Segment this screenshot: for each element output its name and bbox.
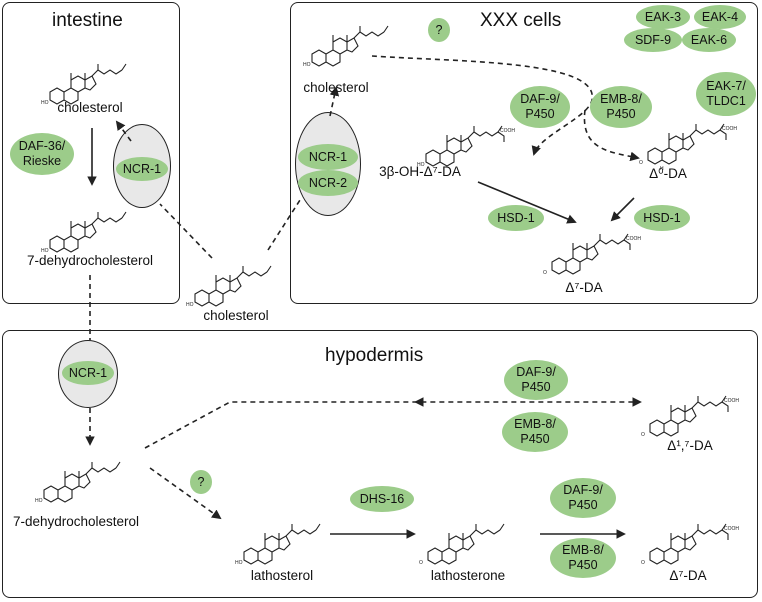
enzyme-daf9-xxx: DAF-9/ P450 (510, 86, 570, 128)
enzyme-ncr2-xxx: NCR-2 (298, 170, 358, 196)
enzyme-daf9-hyp-top: DAF-9/ P450 (504, 360, 568, 400)
label-hyp-lathosterol: lathosterol (250, 568, 314, 583)
enzyme-daf36-rieske: DAF-36/ Rieske (10, 133, 74, 175)
molecule-xxx-d0-da: COOH O H (639, 123, 737, 172)
label-center-cholesterol: cholesterol (203, 308, 269, 323)
keto-label: O (543, 270, 547, 276)
molecule-hyp-d7-da: COOH O (641, 523, 739, 566)
label-xxx-d7-da: Δ⁷-DA (565, 280, 603, 295)
label-xxx-cholesterol: cholesterol (303, 80, 369, 95)
molecule-int-cholesterol: HO (41, 63, 127, 106)
enzyme-emb8-hyp-top: EMB-8/ P450 (502, 412, 568, 452)
cooh-label: COOH (500, 128, 515, 134)
label-hyp-7dhc: 7-dehydrocholesterol (12, 514, 140, 529)
enzyme-ncr1-xxx: NCR-1 (298, 144, 358, 170)
intestine-title: intestine (52, 10, 123, 31)
label-xxx-3b-oh-d7-da: 3β-OH-Δ⁷-DA (379, 164, 461, 179)
molecule-hyp-lathosterone: O (419, 523, 505, 566)
hydroxyl-label: HO (41, 248, 49, 254)
label-hyp-d17-da: Δ¹,⁷-DA (667, 438, 713, 453)
molecule-hyp-d17-da: COOH O (641, 395, 739, 438)
label-hyp-lathosterone: lathosterone (430, 568, 506, 583)
enzyme-ncr1-hypodermis: NCR-1 (62, 361, 114, 385)
molecule-xxx-d7-da: COOH O (543, 233, 641, 276)
enzyme-dhs16: DHS-16 (350, 486, 414, 512)
label-hyp-d7-da: Δ⁷-DA (669, 568, 707, 583)
hydrogen-label: H (660, 166, 664, 172)
label-int-cholesterol: cholesterol (57, 100, 123, 115)
cooh-label: COOH (724, 526, 739, 532)
keto-label: O (641, 432, 645, 438)
enzyme-ncr1-intestine: NCR-1 (116, 157, 168, 181)
hydroxyl-label: HO (186, 302, 194, 308)
hypodermis-panel (2, 330, 758, 598)
enzyme-emb8-hyp-bottom: EMB-8/ P450 (550, 538, 616, 578)
enzyme-eak3: EAK-3 (636, 5, 690, 29)
enzyme-hsd1-right: HSD-1 (634, 205, 690, 231)
cooh-label: COOH (626, 236, 641, 242)
enzyme-eak7-tldc1: EAK-7/ TLDC1 (696, 72, 756, 116)
enzyme-unknown-hyp: ? (190, 470, 212, 494)
enzyme-eak4: EAK-4 (694, 5, 746, 29)
molecule-hyp-7dhc: HO (35, 461, 121, 504)
hypodermis-title: hypodermis (325, 345, 424, 366)
enzyme-unknown-xxx: ? (428, 18, 450, 42)
hydroxyl-label: HO (303, 62, 311, 68)
enzyme-eak6: EAK-6 (682, 28, 736, 52)
label-int-7dhc: 7-dehydrocholesterol (26, 253, 154, 268)
molecule-hyp-lathosterol: HO (235, 523, 321, 566)
hydroxyl-label: HO (417, 162, 425, 168)
label-xxx-d0-da: Δ⁰-DA (649, 166, 687, 181)
xxx-cells-title: XXX cells (480, 10, 562, 31)
cooh-label: COOH (722, 126, 737, 132)
hydroxyl-label: HO (235, 560, 243, 566)
molecule-xxx-3b-oh-d7-da: COOH HO (417, 125, 515, 168)
enzyme-hsd1-left: HSD-1 (488, 205, 544, 231)
enzyme-daf9-hyp-bottom: DAF-9/ P450 (550, 478, 616, 518)
molecule-center-cholesterol: HO (186, 265, 272, 308)
molecule-int-7dhc: HO (41, 211, 127, 254)
enzyme-emb8-xxx: EMB-8/ P450 (590, 86, 652, 128)
hydroxyl-label: HO (35, 498, 43, 504)
keto-label: O (419, 560, 423, 566)
enzyme-sdf9: SDF-9 (624, 28, 682, 52)
keto-label: O (641, 560, 645, 566)
keto-label: O (639, 160, 643, 166)
hydroxyl-label: HO (41, 100, 49, 106)
xxx-cells-panel (290, 2, 758, 304)
molecule-xxx-cholesterol: HO (303, 25, 389, 68)
cooh-label: COOH (724, 398, 739, 404)
